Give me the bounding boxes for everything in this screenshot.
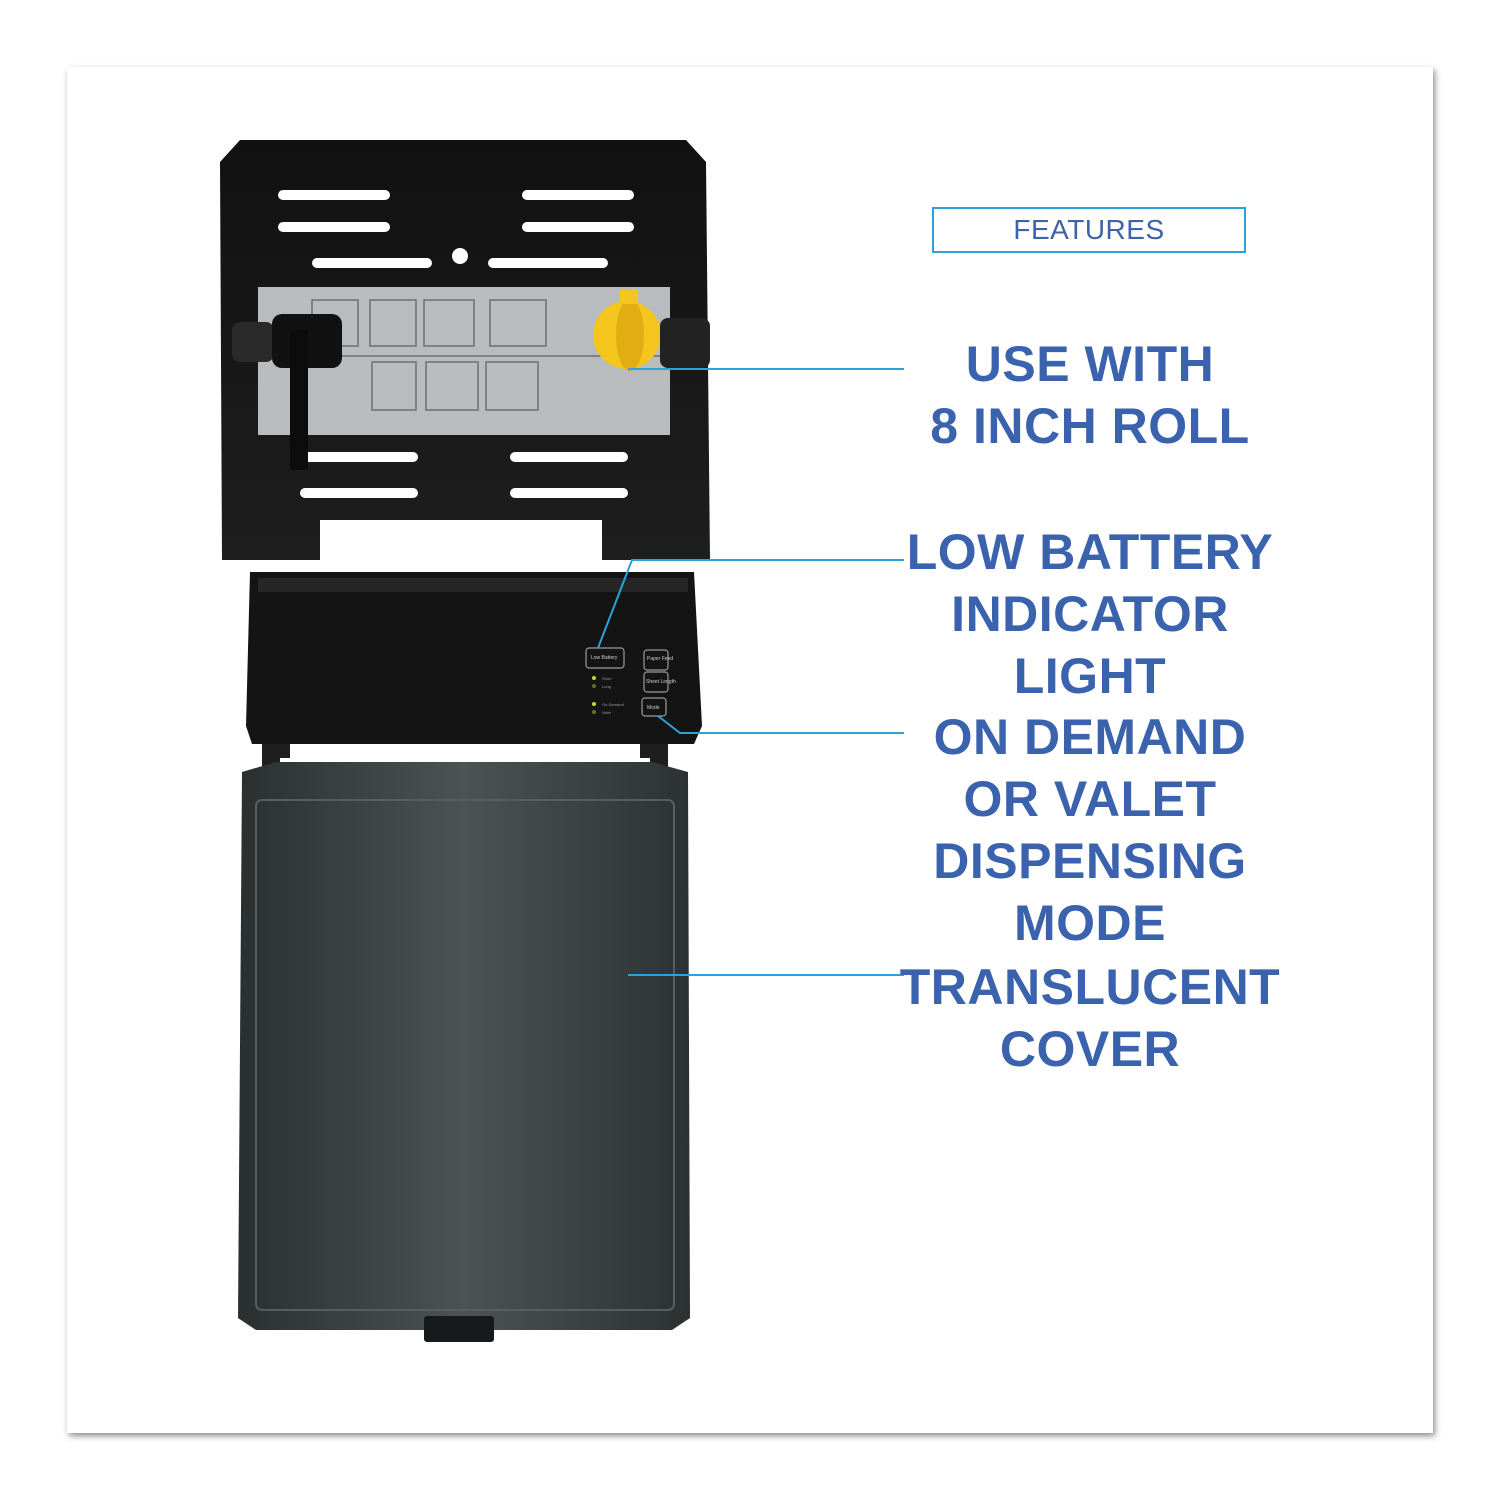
feature-line: COVER — [999, 1021, 1181, 1077]
low-battery-led-icon — [585, 647, 625, 669]
paper-feed-button[interactable] — [643, 649, 669, 671]
feature-line: USE WITH — [965, 336, 1215, 392]
control-housing — [246, 572, 702, 744]
feature-line: INDICATOR LIGHT — [951, 586, 1229, 704]
paper-feed-label: Paper Feed — [647, 656, 673, 662]
feature-dispensing-mode: ON DEMAND OR VALET DISPENSING MODE — [870, 706, 1310, 954]
translucent-cover — [238, 762, 690, 1342]
leader-lines — [597, 368, 904, 976]
low-battery-label: Low Battery — [591, 655, 618, 661]
feature-line: DISPENSING MODE — [933, 833, 1247, 951]
left-roll-holder — [232, 314, 342, 470]
feature-line: LOW BATTERY — [906, 524, 1274, 580]
feature-line: TRANSLUCENT — [899, 959, 1281, 1015]
mode-button[interactable] — [641, 697, 667, 717]
feature-roll-size: USE WITH 8 INCH ROLL — [870, 333, 1310, 457]
long-label: Long — [602, 684, 611, 689]
control-panel: Low Battery Paper Feed Sheet Length Shor… — [585, 647, 676, 717]
features-heading: FEATURES — [932, 207, 1246, 253]
roll-hub-icon — [593, 290, 710, 371]
sheet-length-label: Sheet Length — [646, 679, 676, 685]
short-label: Short — [602, 676, 612, 681]
feature-low-battery: LOW BATTERY INDICATOR LIGHT — [870, 521, 1310, 707]
feature-line: OR VALET — [963, 771, 1217, 827]
feature-line: 8 INCH ROLL — [930, 398, 1250, 454]
mode-label: Mode — [647, 705, 660, 711]
feature-translucent-cover: TRANSLUCENT COVER — [870, 956, 1310, 1080]
feature-line: ON DEMAND — [933, 709, 1247, 765]
on-demand-label: On-Demand — [602, 702, 624, 707]
valet-label: Valet — [602, 710, 612, 715]
sheet-length-button[interactable] — [643, 671, 669, 693]
